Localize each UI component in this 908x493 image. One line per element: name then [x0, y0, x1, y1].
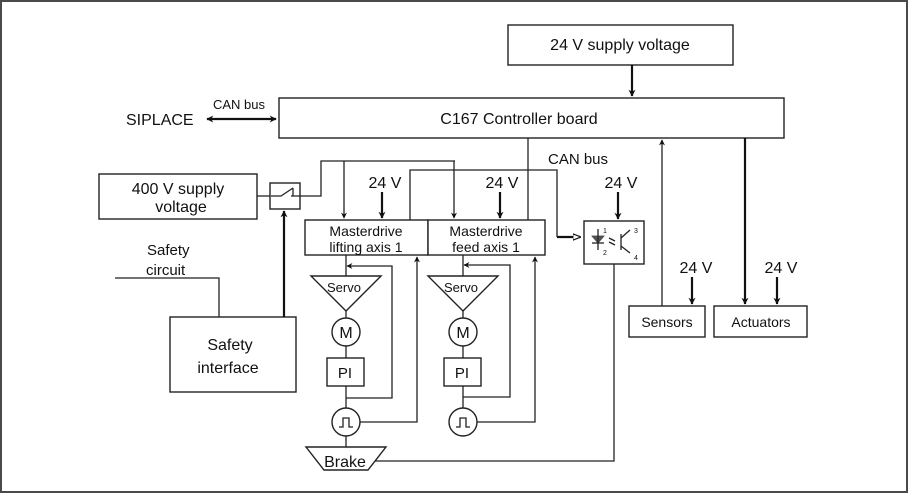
encoder-feed-icon — [449, 408, 477, 436]
contactor-switch-icon — [257, 161, 455, 209]
supply-400v-label-2: voltage — [155, 199, 207, 216]
siplace-label: SIPLACE — [126, 112, 194, 129]
can-bus-mid-label: CAN bus — [548, 151, 608, 168]
safety-circuit-label-2: circuit — [146, 262, 186, 279]
masterdrive-feed-axis: Masterdrive feed axis 1 — [428, 220, 545, 255]
pi-lift-label: PI — [338, 365, 352, 382]
can-bus-top-label: CAN bus — [213, 97, 266, 112]
v24-feed-label: 24 V — [486, 175, 519, 192]
supply-24v-label: 24 V supply voltage — [550, 37, 690, 54]
controller-board-label: C167 Controller board — [440, 111, 597, 128]
servo-lift-label: Servo — [327, 280, 361, 295]
masterdrive-lift-label-2: lifting axis 1 — [329, 239, 402, 255]
safety-circuit-label-1: Safety — [147, 242, 190, 259]
pin-1: 1 — [603, 228, 607, 235]
encoder-lift-icon — [332, 408, 360, 436]
safety-interface-label-1: Safety — [207, 337, 252, 354]
optocoupler-icon: 1 2 3 4 — [584, 221, 644, 264]
actuators-box: Actuators — [714, 306, 807, 337]
lifting-axis-chain: Servo M PI Brake — [306, 255, 417, 471]
v24-sensors-label: 24 V — [680, 260, 713, 277]
pin-2: 2 — [603, 250, 607, 257]
v24-actuators-label: 24 V — [765, 260, 798, 277]
motor-lift-label: M — [339, 325, 352, 342]
masterdrive-feed-label-1: Masterdrive — [449, 223, 522, 239]
masterdrive-feed-label-2: feed axis 1 — [452, 239, 520, 255]
masterdrive-lift-label-1: Masterdrive — [329, 223, 402, 239]
supply-24v-box: 24 V supply voltage — [508, 25, 733, 65]
sensors-label: Sensors — [641, 314, 692, 330]
servo-feed-label: Servo — [444, 280, 478, 295]
motor-feed-label: M — [456, 325, 469, 342]
supply-400v-label-1: 400 V supply — [132, 181, 225, 198]
v24-opto-label: 24 V — [605, 175, 638, 192]
pin-3: 3 — [634, 228, 638, 235]
brake-label: Brake — [324, 454, 366, 471]
pi-feed-label: PI — [455, 365, 469, 382]
feed-axis-chain: Servo M PI — [428, 255, 535, 436]
safety-interface-label-2: interface — [197, 360, 258, 377]
masterdrive-lifting-axis: Masterdrive lifting axis 1 — [305, 220, 428, 255]
pin-4: 4 — [634, 255, 638, 262]
actuators-label: Actuators — [731, 314, 790, 330]
controller-board: C167 Controller board — [279, 98, 784, 138]
optocoupler-to-brake-wire — [354, 264, 614, 461]
v24-lift-label: 24 V — [369, 175, 402, 192]
safety-interface-box: Safety interface — [170, 317, 296, 392]
supply-400v-box: 400 V supply voltage — [99, 174, 257, 219]
safety-circuit-wire — [115, 278, 219, 317]
sensors-box: Sensors — [629, 306, 705, 337]
